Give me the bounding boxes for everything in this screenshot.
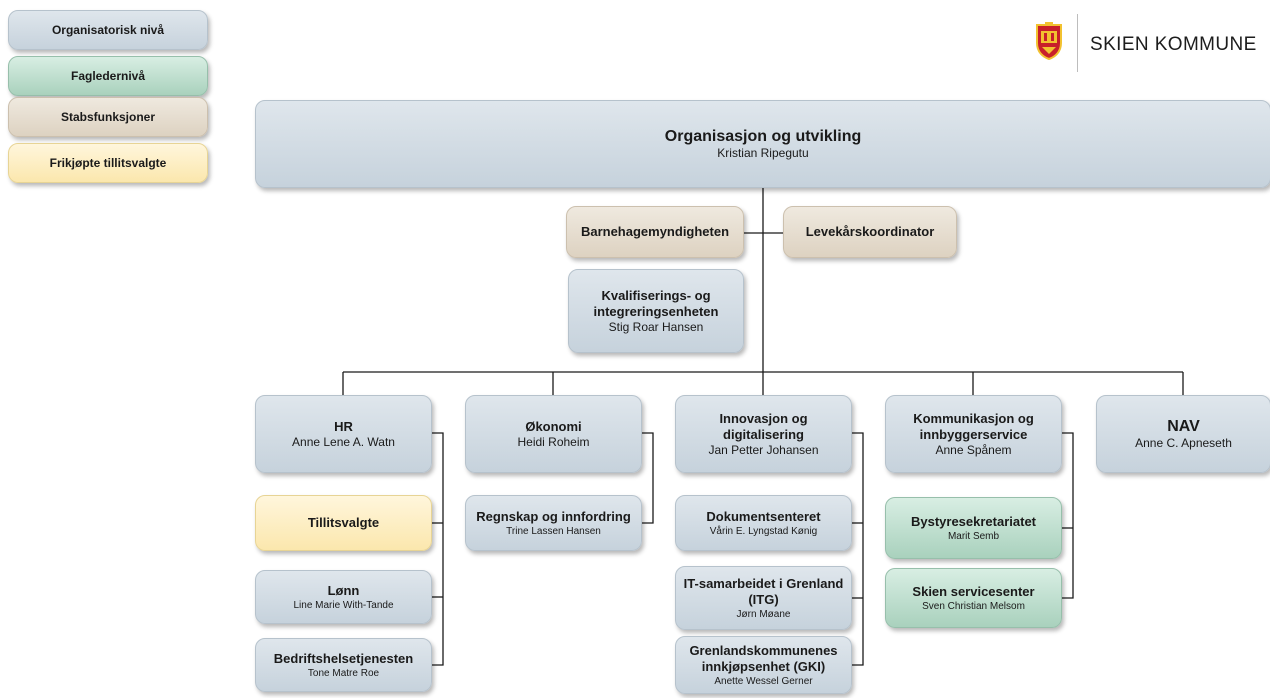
unit-title-line1: Kvalifiserings- og xyxy=(601,287,711,303)
unit-title-line2: integreringsenheten xyxy=(593,303,719,319)
unit-leader: Tone Matre Roe xyxy=(307,667,380,679)
unit-title: Barnehagemyndigheten xyxy=(580,224,730,239)
unit-title-line1: IT-samarbeidet i Grenland xyxy=(683,575,844,591)
org-unit-kvalifisering: Kvalifiserings- og integreringsenheten S… xyxy=(568,269,744,353)
unit-title: Tillitsvalgte xyxy=(307,515,380,530)
legend-organisatorisk-label: Organisatorisk nivå xyxy=(51,23,165,37)
coat-of-arms-icon xyxy=(1036,22,1062,60)
unit-title: Bystyresekretariatet xyxy=(910,513,1037,529)
unit-leader: Kristian Ripegutu xyxy=(717,146,809,160)
logo-divider xyxy=(1077,14,1078,72)
unit-leader: Anne Lene A. Watn xyxy=(292,434,395,449)
org-unit-nav: NAV Anne C. Apneseth xyxy=(1096,395,1270,473)
unit-leader: Anne Spånem xyxy=(935,442,1012,457)
staff-levekarskoordinator: Levekårskoordinator xyxy=(783,206,957,258)
legend-stab-label: Stabsfunksjoner xyxy=(60,110,156,124)
unit-title: Skien servicesenter xyxy=(912,583,1035,599)
unit-leader: Sven Christian Melsom xyxy=(922,600,1025,612)
org-unit-dokumentsenteret: Dokumentsenteret Vårin E. Lyngstad Kønig xyxy=(675,495,852,551)
unit-title-line2: (ITG) xyxy=(748,591,779,607)
unit-leader: Jørn Møane xyxy=(736,608,791,620)
unit-leader: Line Marie With-Tande xyxy=(293,599,394,611)
org-unit-hr: HR Anne Lene A. Watn xyxy=(255,395,432,473)
org-unit-gki: Grenlandskommunenes innkjøpsenhet (GKI) … xyxy=(675,636,852,694)
unit-title: NAV xyxy=(1167,417,1200,435)
legend-fagleder-label: Fagledernivå xyxy=(70,69,146,83)
unit-title: Lønn xyxy=(327,582,360,598)
frikjopt-tillitsvalgte: Tillitsvalgte xyxy=(255,495,432,551)
org-unit-organisasjon-og-utvikling: Organisasjon og utvikling Kristian Ripeg… xyxy=(255,100,1270,188)
unit-title-line1: Grenlandskommunenes xyxy=(689,642,838,658)
fagleder-skien-servicesenter: Skien servicesenter Sven Christian Melso… xyxy=(885,568,1062,628)
unit-title-line2: innkjøpsenhet (GKI) xyxy=(701,658,826,674)
unit-leader: Heidi Roheim xyxy=(517,434,590,449)
org-unit-itg: IT-samarbeidet i Grenland (ITG) Jørn Møa… xyxy=(675,566,852,630)
unit-title-line1: Kommunikasjon og xyxy=(913,410,1034,426)
legend-stabsfunksjoner: Stabsfunksjoner xyxy=(8,97,208,137)
unit-leader: Marit Semb xyxy=(947,530,1000,542)
unit-leader: Vårin E. Lyngstad Kønig xyxy=(709,525,818,537)
legend-frikjopte-tillitsvalgte: Frikjøpte tillitsvalgte xyxy=(8,143,208,183)
legend-frikjopte-label: Frikjøpte tillitsvalgte xyxy=(49,156,167,170)
unit-title-line2: innbyggerservice xyxy=(919,426,1028,442)
legend-organisatorisk-niva: Organisatorisk nivå xyxy=(8,10,208,50)
unit-title: Regnskap og innfordring xyxy=(476,508,631,524)
org-unit-bedriftshelsetjenesten: Bedriftshelsetjenesten Tone Matre Roe xyxy=(255,638,432,692)
unit-leader: Trine Lassen Hansen xyxy=(506,525,601,537)
unit-title-line2: digitalisering xyxy=(723,426,804,442)
logo-text: SKIEN KOMMUNE xyxy=(1090,34,1257,55)
unit-leader: Stig Roar Hansen xyxy=(608,319,704,334)
unit-title: Dokumentsenteret xyxy=(706,508,821,524)
unit-title: Organisasjon og utvikling xyxy=(664,128,862,145)
unit-title: HR xyxy=(334,418,353,434)
unit-leader: Anette Wessel Gerner xyxy=(714,675,813,687)
legend-fagledernivå: Fagledernivå xyxy=(8,56,208,96)
org-unit-kommunikasjon: Kommunikasjon og innbyggerservice Anne S… xyxy=(885,395,1062,473)
org-unit-regnskap: Regnskap og innfordring Trine Lassen Han… xyxy=(465,495,642,551)
fagleder-bystyresekretariatet: Bystyresekretariatet Marit Semb xyxy=(885,497,1062,559)
org-unit-lonn: Lønn Line Marie With-Tande xyxy=(255,570,432,624)
unit-title-line1: Innovasjon og xyxy=(719,410,808,426)
unit-leader: Anne C. Apneseth xyxy=(1135,435,1232,450)
org-unit-okonomi: Økonomi Heidi Roheim xyxy=(465,395,642,473)
unit-title: Bedriftshelsetjenesten xyxy=(273,650,414,666)
unit-title: Økonomi xyxy=(525,418,582,434)
unit-title: Levekårskoordinator xyxy=(805,224,935,239)
staff-barnehagemyndigheten: Barnehagemyndigheten xyxy=(566,206,744,258)
unit-leader: Jan Petter Johansen xyxy=(708,442,819,457)
org-unit-innovasjon: Innovasjon og digitalisering Jan Petter … xyxy=(675,395,852,473)
skien-kommune-logo: SKIEN KOMMUNE xyxy=(1036,14,1270,74)
